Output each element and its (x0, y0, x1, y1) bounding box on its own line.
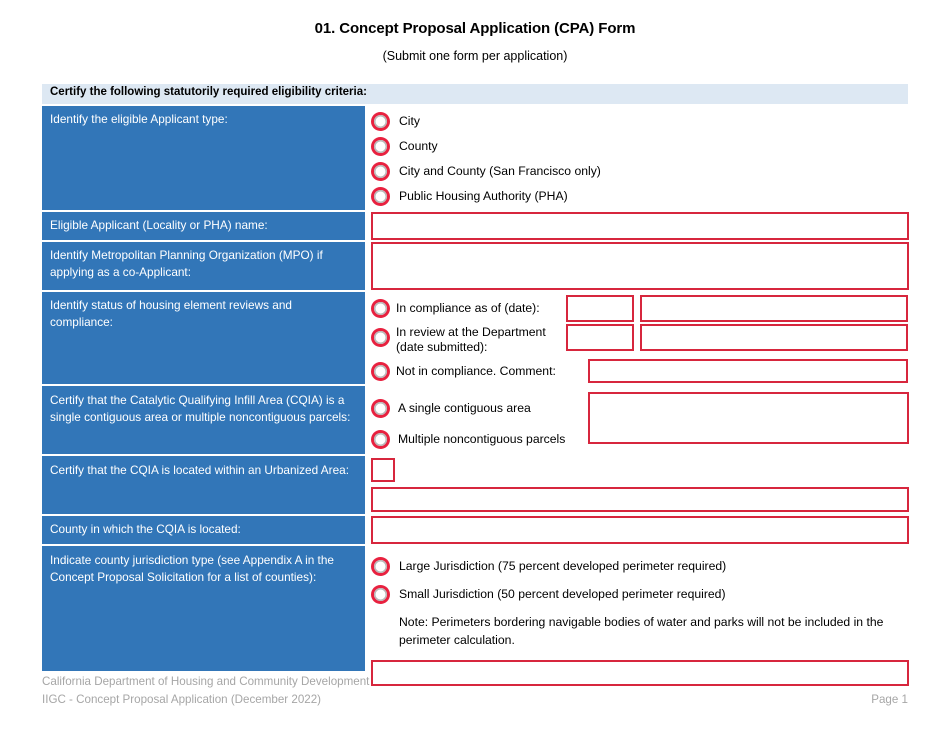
row-county: County in which the CQIA is located: (42, 516, 909, 544)
radio-icon[interactable] (371, 556, 390, 576)
option-applicant-city-and-county[interactable]: City and County (San Francisco only) (371, 159, 914, 184)
radio-icon[interactable] (371, 584, 390, 604)
radio-icon[interactable] (371, 328, 390, 347)
urbanized-area-input[interactable] (371, 487, 909, 512)
footer-agency-line: California Department of Housing and Com… (42, 675, 370, 688)
row-applicant-type: Identify the eligible Applicant type: Ci… (42, 106, 908, 210)
label-housing-element: Identify status of housing element revie… (42, 292, 365, 384)
row-jurisdiction-type: Indicate county jurisdiction type (see A… (42, 546, 909, 686)
cqia-contiguity-input[interactable] (588, 392, 909, 444)
option-applicant-county[interactable]: County (371, 134, 914, 159)
in-review-note-input[interactable] (640, 324, 908, 351)
row-applicant-name: Eligible Applicant (Locality or PHA) nam… (42, 212, 909, 240)
in-review-date-input[interactable] (566, 324, 634, 351)
fields-jurisdiction-type: Large Jurisdiction (75 percent developed… (371, 546, 914, 686)
option-applicant-pha[interactable]: Public Housing Authority (PHA) (371, 184, 914, 209)
footer-page-number: Page 1 (871, 693, 908, 706)
label-applicant-type: Identify the eligible Applicant type: (42, 106, 365, 210)
urbanized-area-checkbox[interactable] (371, 458, 395, 482)
row-housing-element: Identify status of housing element revie… (42, 292, 908, 384)
section-band: Certify the following statutorily requir… (42, 84, 908, 104)
fields-housing-element: In compliance as of (date): In review at… (371, 292, 914, 384)
option-label: Large Jurisdiction (75 percent developed… (399, 558, 727, 573)
option-applicant-city[interactable]: City (371, 109, 914, 134)
option-label: Not in compliance. Comment: (396, 363, 556, 378)
footer-form-line: IIGC - Concept Proposal Application (Dec… (42, 693, 322, 706)
mpo-input[interactable] (371, 242, 909, 290)
fields-applicant-name (371, 212, 914, 240)
option-multiple-noncontiguous-parcels[interactable]: Multiple noncontiguous parcels (371, 424, 565, 454)
not-in-compliance-comment-input[interactable] (588, 359, 908, 383)
label-mpo: Identify Metropolitan Planning Organizat… (42, 242, 365, 290)
label-jurisdiction-type: Indicate county jurisdiction type (see A… (42, 546, 365, 671)
radio-icon[interactable] (371, 298, 390, 318)
county-input[interactable] (371, 516, 909, 544)
option-label: A single contiguous area (398, 400, 531, 415)
label-applicant-name: Eligible Applicant (Locality or PHA) nam… (42, 212, 365, 240)
jurisdiction-type-input[interactable] (371, 660, 909, 686)
option-large-jurisdiction[interactable]: Large Jurisdiction (75 percent developed… (371, 552, 914, 580)
cpa-form-table: Certify the following statutorily requir… (42, 84, 909, 686)
jurisdiction-note: Note: Perimeters bordering navigable bod… (399, 615, 884, 647)
label-urbanized-area: Certify that the CQIA is located within … (42, 456, 365, 514)
option-in-compliance[interactable]: In compliance as of (date): (371, 294, 914, 322)
option-single-contiguous-area[interactable]: A single contiguous area (371, 393, 531, 423)
option-label: Small Jurisdiction (50 percent developed… (399, 586, 726, 601)
fields-cqia-contiguity: A single contiguous area Multiple noncon… (371, 386, 914, 454)
fields-mpo (371, 242, 914, 290)
page-subtitle: (Submit one form per application) (382, 49, 568, 63)
radio-icon[interactable] (371, 429, 390, 449)
radio-icon[interactable] (371, 112, 390, 131)
label-county: County in which the CQIA is located: (42, 516, 365, 544)
option-label: City and County (San Francisco only) (399, 164, 601, 178)
option-label: Multiple noncontiguous parcels (398, 431, 566, 446)
radio-icon[interactable] (371, 162, 390, 181)
row-cqia-contiguity: Certify that the Catalytic Qualifying In… (42, 386, 909, 454)
option-not-in-compliance[interactable]: Not in compliance. Comment: (371, 359, 914, 383)
option-label: In compliance as of (date): (396, 300, 540, 315)
fields-applicant-type: City County City and County (San Francis… (371, 106, 914, 210)
option-label: City (399, 114, 420, 128)
page-title: 01. Concept Proposal Application (CPA) F… (314, 20, 636, 37)
option-label: County (399, 139, 438, 153)
option-small-jurisdiction[interactable]: Small Jurisdiction (50 percent developed… (371, 580, 914, 608)
radio-icon[interactable] (371, 137, 390, 156)
radio-icon[interactable] (371, 187, 390, 206)
option-in-review[interactable]: In review at the Department (date submit… (371, 324, 914, 358)
option-label: Public Housing Authority (PHA) (399, 189, 568, 203)
page-footer: California Department of Housing and Com… (42, 673, 908, 709)
radio-icon[interactable] (371, 361, 390, 381)
row-urbanized-area: Certify that the CQIA is located within … (42, 456, 909, 514)
applicant-name-input[interactable] (371, 212, 909, 240)
row-mpo: Identify Metropolitan Planning Organizat… (42, 242, 909, 290)
in-compliance-note-input[interactable] (640, 294, 908, 322)
fields-urbanized-area (371, 456, 914, 514)
fields-county (371, 516, 914, 544)
in-compliance-date-input[interactable] (566, 294, 634, 322)
radio-icon[interactable] (371, 398, 390, 418)
option-label: In review at the Department (date submit… (396, 325, 546, 354)
label-cqia-contiguity: Certify that the Catalytic Qualifying In… (42, 386, 365, 454)
